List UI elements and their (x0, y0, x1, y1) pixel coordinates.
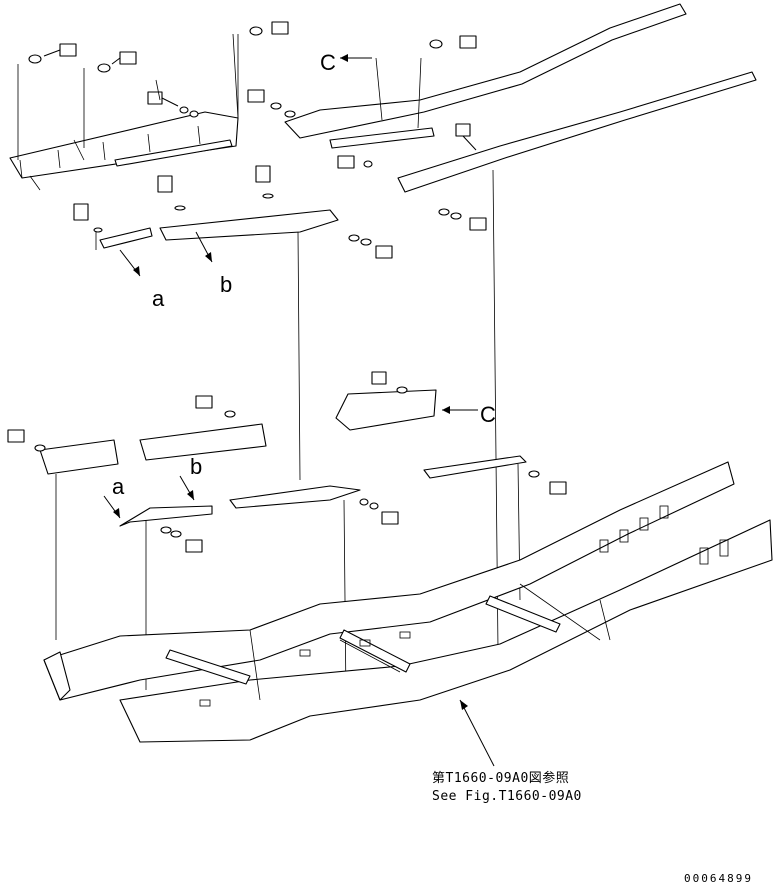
upper-right-long-rail (284, 3, 687, 139)
label-b-upper: b (220, 272, 232, 297)
middle-cover-group (73, 165, 393, 481)
frame-end-plate (43, 651, 71, 701)
upper-right-rail-group (237, 3, 757, 651)
bolt-icon (195, 395, 236, 418)
bolt-icon (429, 35, 477, 49)
frame-left-rail (43, 461, 735, 701)
bolt-icon (247, 89, 296, 118)
frame-cross-tube (339, 629, 411, 673)
bolt-icon (255, 165, 274, 199)
bolt-icon (528, 470, 567, 495)
label-c-upper: C (320, 50, 336, 75)
label-a-upper: a (152, 286, 165, 311)
bolt-icon (157, 175, 186, 211)
label-a-lower: a (112, 474, 125, 499)
bolt-icon (97, 51, 137, 73)
reference-note-english: See Fig.T1660-09A0 (432, 789, 582, 804)
lower-cover-group (7, 371, 567, 701)
lower-center-cover-plate (139, 423, 267, 461)
bolt-icon (438, 208, 487, 231)
label-c-lower: C (480, 402, 496, 427)
lower-c-cover-plate (335, 389, 437, 431)
reference-note-japanese: 第T1660-09A0図参照 (432, 770, 569, 786)
middle-left-cover-plate (99, 227, 153, 249)
bolt-icon (73, 203, 103, 233)
frame-cross-tube (165, 649, 251, 685)
upper-left-cover-group (9, 21, 289, 191)
label-b-lower: b (190, 454, 202, 479)
drawing-code: 00064899 (684, 872, 753, 885)
lower-left-cover-plate (39, 439, 119, 475)
bolt-icon (455, 123, 477, 151)
lower-a-cover-plate (119, 505, 213, 527)
bolt-icon (160, 526, 203, 553)
frame-assembly (43, 461, 773, 743)
bolt-icon (147, 91, 199, 118)
upper-right-lower-rail (397, 71, 757, 193)
bolt-icon (371, 371, 408, 394)
upper-left-inner-strip (114, 139, 233, 167)
bolt-icon (28, 43, 77, 64)
lower-mid-cover-plate (229, 485, 361, 509)
upper-right-small-bracket (329, 127, 435, 149)
bolt-icon (348, 234, 393, 259)
middle-center-cover-plate (159, 209, 339, 241)
reference-leader (459, 699, 495, 767)
bolt-icon (7, 429, 46, 452)
upper-left-cover-plate (9, 111, 239, 179)
frame-cross-tube (485, 595, 561, 633)
bolt-icon (249, 21, 289, 36)
bolt-icon (359, 498, 399, 525)
lower-right-cover-plate (423, 455, 527, 479)
bolt-icon (337, 155, 373, 169)
frame-right-rail (119, 519, 773, 743)
